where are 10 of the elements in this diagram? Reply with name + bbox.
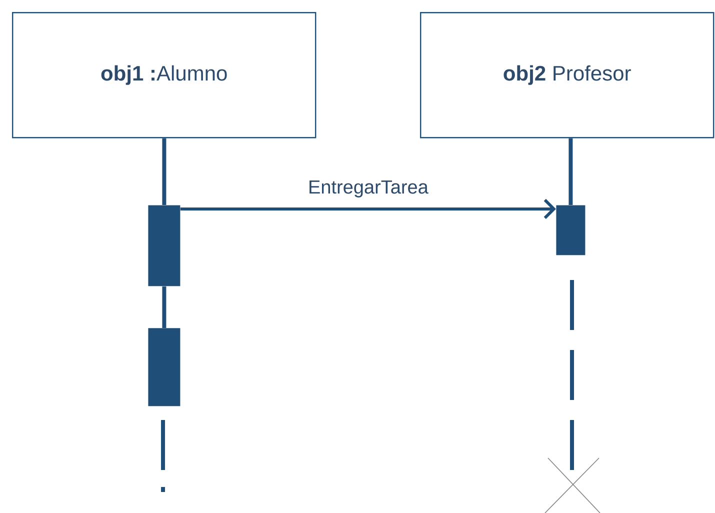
object-box: obj2 Profesor [420,12,714,138]
object-box: obj1 :Alumno [12,12,316,138]
activation-bar [148,205,180,286]
lifeline [162,286,166,328]
message-arrow [180,198,556,220]
message-label: EntregarTarea [310,180,428,198]
lifeline [568,138,573,205]
lifeline [162,138,166,205]
activation-bar [556,205,586,256]
activation-bar [148,328,180,406]
